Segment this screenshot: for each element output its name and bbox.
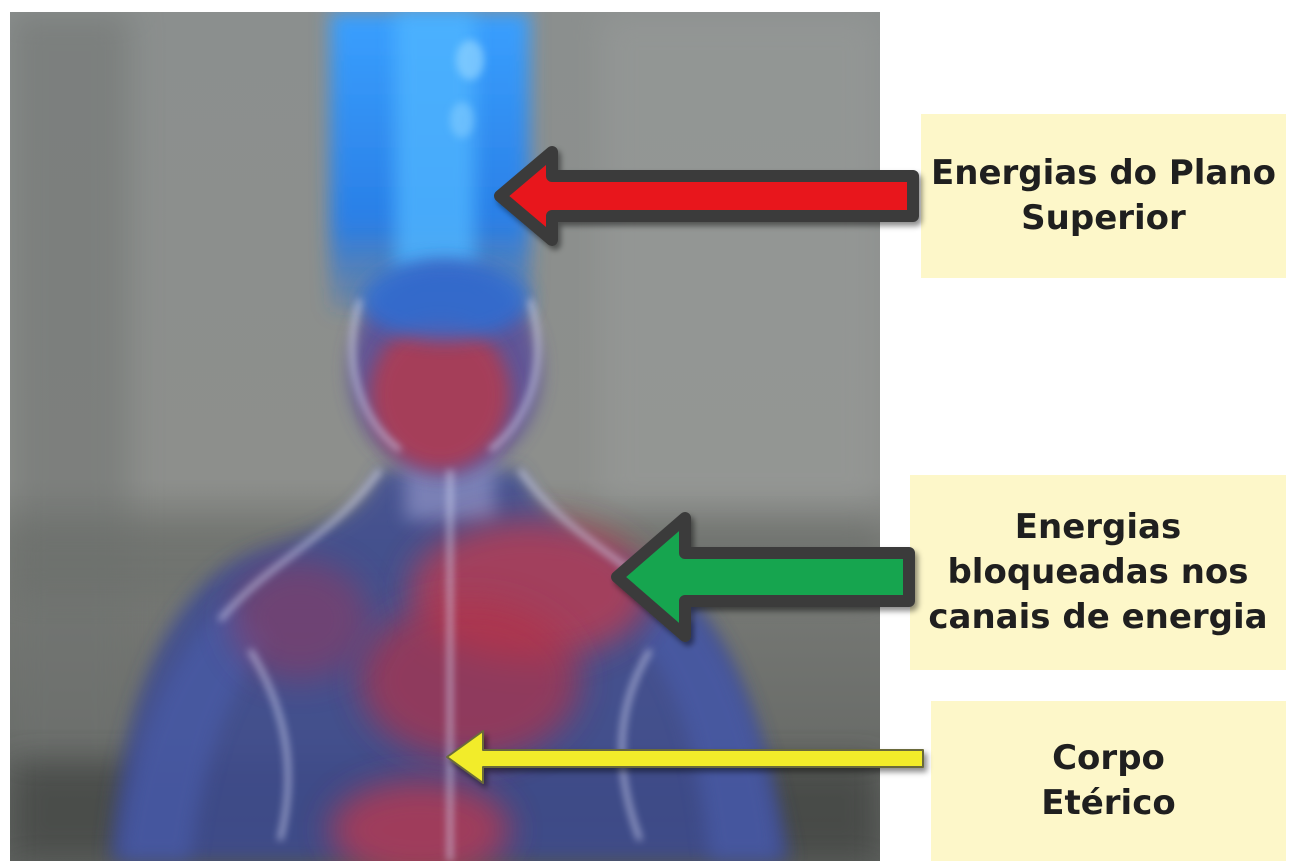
label-blocked-channels: Energias bloqueadas nos canais de energi… [910, 475, 1286, 670]
label-blocked-line-1: Energias [1015, 505, 1181, 550]
label-etheric-line-1: Corpo [1052, 736, 1165, 781]
label-blocked-line-2: bloqueadas nos [947, 550, 1248, 595]
label-upper-plane-line-2: Superior [1021, 196, 1186, 241]
label-upper-plane-line-1: Energias do Plano [931, 151, 1276, 196]
label-etheric-line-2: Etérico [1041, 781, 1175, 826]
etheric-body-photo [10, 12, 880, 861]
label-blocked-line-3: canais de energia [928, 595, 1267, 640]
label-upper-plane: Energias do Plano Superior [921, 114, 1286, 278]
label-etheric-body: Corpo Etérico [931, 701, 1286, 861]
